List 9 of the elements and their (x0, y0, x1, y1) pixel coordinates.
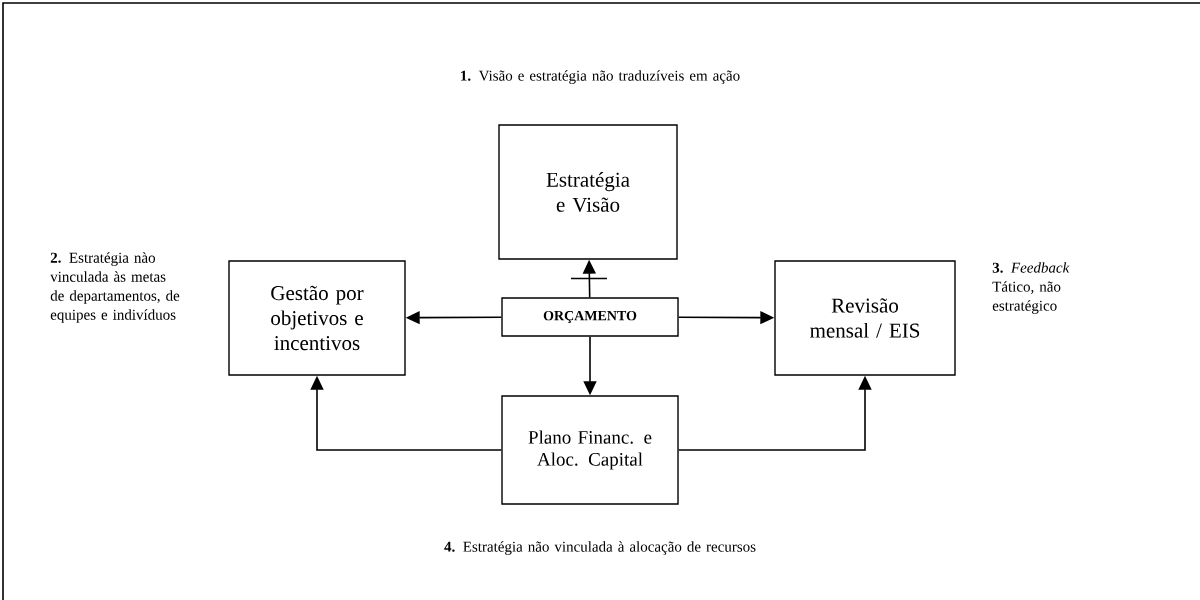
process-box: Gestão por objetivos e incentivos (228, 260, 406, 376)
budget-box: ORÇAMENTO (501, 297, 679, 337)
process-box: Revisão mensal / EIS (774, 260, 956, 376)
note: 4. Estratégia não vinculada à alocação de recursos (444, 541, 756, 555)
process-box: Plano Financ. e Aloc. Capital (501, 395, 679, 505)
note: 3. Feedback Tático, não estratégico (992, 262, 1070, 314)
note: 1. Visão e estratégia não traduzíveis em ação (461, 70, 740, 84)
note: 2. Estratégia nào vinculada às metas de departamentos, de equipes e indivíduos (50, 252, 180, 323)
process-box: Estratégia e Visão (498, 124, 678, 260)
